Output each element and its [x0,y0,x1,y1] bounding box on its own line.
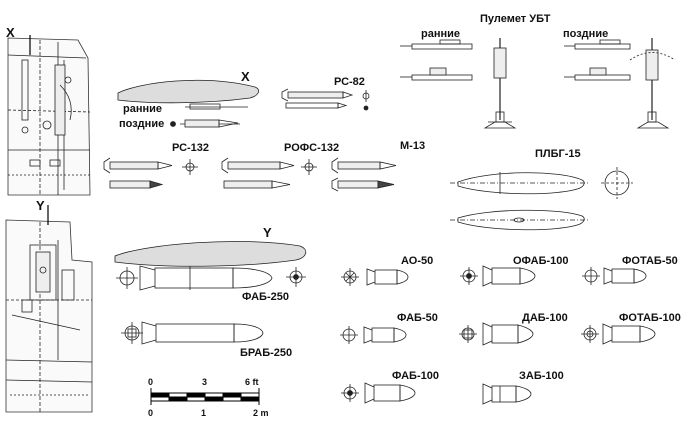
fab100-drawing [341,382,416,404]
view-label-x: X [6,25,15,40]
scale-m-tick-2: 2 m [253,408,269,418]
ao50-label: АО-50 [401,255,434,267]
scale-m-tick-1: 1 [201,408,207,418]
brab250-drawing [121,321,264,345]
rocket-early-label: ранние [123,103,163,115]
ofab100-drawing [460,265,536,287]
rs132-label: РС-132 [172,142,210,154]
fab250-drawing [116,265,306,291]
plbg15-label: ПЛБГ-15 [535,148,581,160]
m13-drawing [331,157,397,192]
dab100-label: ДАБ-100 [522,312,568,324]
rs82-drawing [281,88,370,111]
ofab100-label: ОФАБ-100 [513,255,569,267]
gun-early-label: ранние [421,28,461,40]
rofs132-label: РОФС-132 [284,142,340,154]
m13-label: М-13 [400,140,426,152]
rs82-label: РС-82 [334,76,365,88]
fab100-label: ФАБ-100 [392,370,439,382]
scale-ft-tick-3: 3 [202,377,208,387]
zab100-drawing [482,383,532,405]
ao50-drawing [341,268,409,286]
scale-ft-tick-0: 0 [148,377,154,387]
rs132-drawing [103,157,198,189]
scale-ft-tick-6: 6 ft [245,377,259,387]
fotab100-drawing [581,323,656,345]
brab250-label: БРАБ-250 [240,347,293,359]
zab100-label: ЗАБ-100 [519,370,564,382]
fotab50-drawing [582,267,647,285]
fab50-label: ФАБ-50 [397,312,438,324]
fotab50-label: ФОТАБ-50 [622,255,678,267]
gun-title: Пулемет УБТ [480,13,551,25]
airfoil-label-x: X [241,69,250,84]
scale-m-tick-0: 0 [148,408,154,418]
scale-bar [150,388,260,405]
rocket-stack-x [170,103,248,128]
wing-view-y [5,205,93,413]
wing-view-x [7,35,91,196]
plbg15-drawing [450,167,633,231]
ubt-gun-early [400,38,517,129]
gun-late-label: поздние [563,28,609,40]
rofs132-drawing [221,157,317,189]
fab50-drawing [340,326,407,344]
ubt-gun-late [564,38,676,129]
fotab100-label: ФОТАБ-100 [619,312,681,324]
view-label-y: Y [36,198,45,213]
airfoil-label-y: Y [263,225,272,240]
fab250-label: ФАБ-250 [242,291,289,303]
airfoil-y [114,241,307,267]
rocket-late-label: поздние [119,118,165,130]
dab100-drawing [459,322,534,346]
airfoil-x [117,79,259,104]
